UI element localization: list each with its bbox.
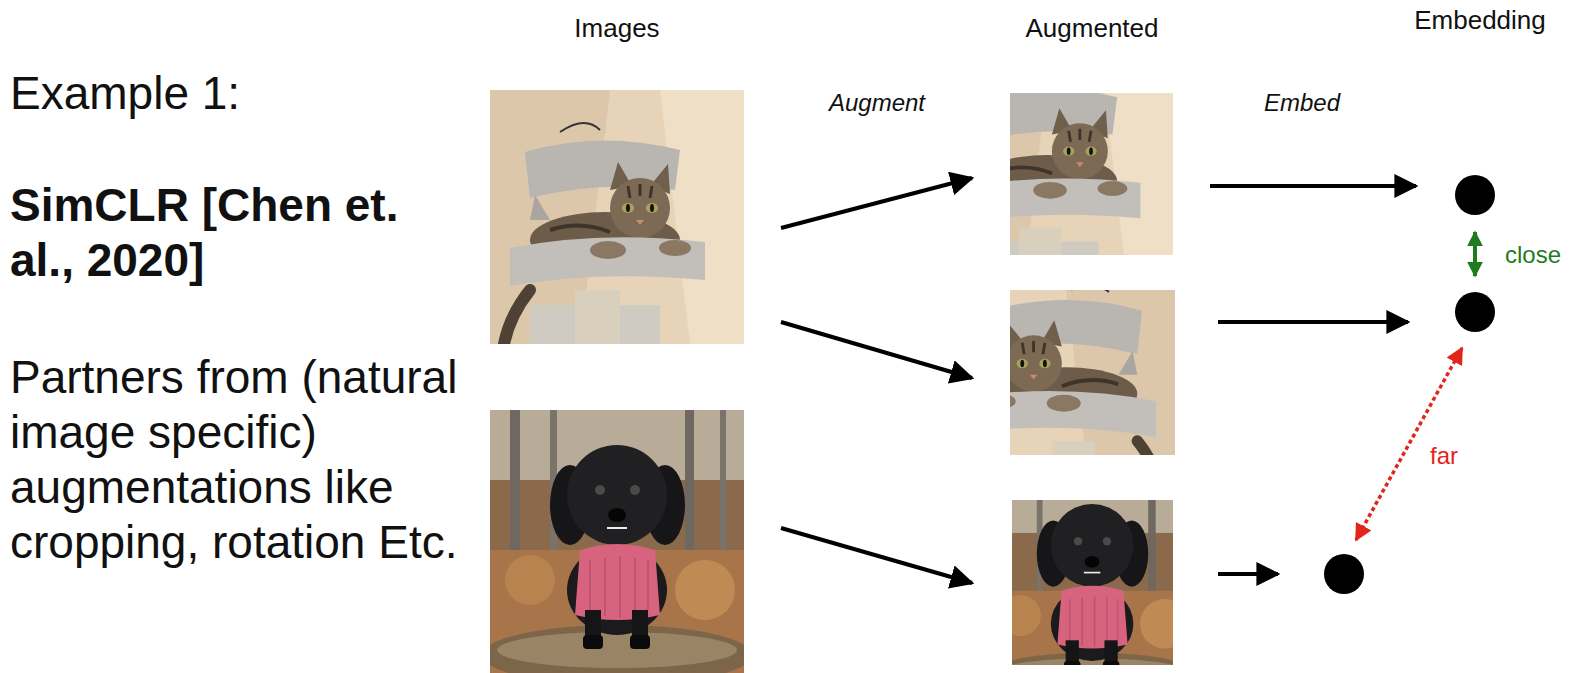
embed-arrows bbox=[1210, 186, 1416, 574]
embedding-dot bbox=[1455, 175, 1495, 215]
far-arrow bbox=[1356, 348, 1462, 540]
cat-crop-rotated bbox=[936, 252, 1175, 491]
augment-arrow bbox=[781, 178, 972, 228]
cat-crop-rotated bbox=[936, 252, 1175, 491]
method-name: SimCLR [Chen et. al., 2020] bbox=[10, 178, 460, 288]
embedding-dot bbox=[1324, 554, 1364, 594]
close-arrow bbox=[1473, 232, 1477, 276]
cat-crop bbox=[940, 41, 1177, 278]
dog-crop bbox=[981, 475, 1204, 673]
arrow-label: Augment bbox=[829, 88, 925, 118]
column-header: Augmented bbox=[1026, 12, 1159, 44]
cat-image bbox=[490, 90, 744, 344]
slide-title: Example 1: bbox=[10, 66, 240, 121]
cat-image bbox=[490, 90, 744, 344]
embed-arrow bbox=[1218, 320, 1408, 324]
arrow-label: Embed bbox=[1264, 88, 1340, 118]
embed-arrow bbox=[1210, 184, 1416, 188]
augment-arrow bbox=[781, 528, 972, 583]
embed-arrow bbox=[1218, 572, 1278, 576]
augment-arrows bbox=[781, 178, 972, 583]
dog-crop bbox=[981, 475, 1204, 673]
cat-crop-rotated bbox=[936, 252, 1175, 491]
description: Partners from (natural image specific) a… bbox=[10, 350, 475, 570]
cat-crop-rotated bbox=[936, 252, 1175, 491]
distance-label: close bbox=[1505, 240, 1561, 270]
column-header: Images bbox=[574, 12, 659, 44]
distance-label: far bbox=[1430, 441, 1458, 471]
dog-image bbox=[490, 410, 744, 673]
augment-arrow bbox=[781, 322, 972, 378]
dog-image bbox=[490, 410, 744, 673]
embedding-dot bbox=[1455, 292, 1495, 332]
cat-crop bbox=[940, 41, 1177, 278]
column-header: Embedding bbox=[1414, 4, 1546, 36]
